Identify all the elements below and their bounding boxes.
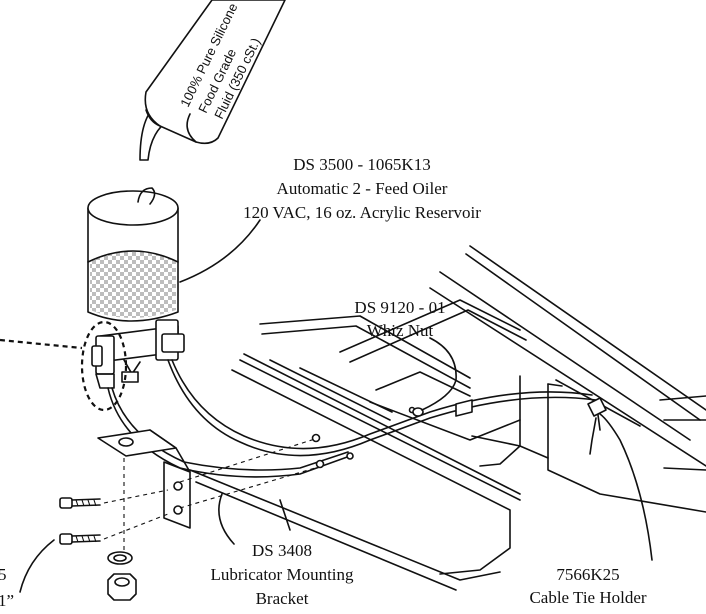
silicone-fluid-bottle <box>139 0 286 161</box>
whiz-nut-name: Whiz Nut <box>367 321 434 340</box>
detail-dashed-circle <box>80 320 128 412</box>
whiz-nut-leader-line <box>421 337 457 411</box>
oiler-pump-block <box>91 319 185 389</box>
oiler-reservoir <box>87 187 179 322</box>
machine-frame-rail <box>189 353 521 591</box>
oiler-part-number: DS 3500 - 1065K13 <box>293 155 430 174</box>
cable-tie-part-number: 7566K25 <box>556 565 619 584</box>
whiz-nut-part <box>412 399 473 417</box>
oiler-leader-line <box>179 219 261 283</box>
machine-frame-crossmember <box>259 245 706 513</box>
bracket-name-line2: Bracket <box>256 589 309 608</box>
left-label-top: 5 <box>0 565 7 584</box>
mounting-bolts <box>59 458 169 601</box>
cable-tie-holder-part <box>547 383 607 455</box>
cable-tie-leader-line <box>599 413 653 561</box>
oiler-spec: 120 VAC, 16 oz. Acrylic Reservoir <box>243 203 481 222</box>
left-label-bottom: 1” <box>0 591 14 610</box>
lubricator-mounting-bracket <box>97 429 191 529</box>
cable-tie-name: Cable Tie Holder <box>529 588 646 607</box>
bracket-leader-line <box>218 493 235 545</box>
bracket-name-line1: Lubricator Mounting <box>210 565 354 584</box>
detail-dashed-leader <box>0 338 83 350</box>
oiler-name: Automatic 2 - Feed Oiler <box>277 179 448 198</box>
whiz-nut-part-number: DS 9120 - 01 <box>354 298 445 317</box>
oil-level-fill <box>90 251 176 318</box>
left-label-leader-line <box>19 539 55 593</box>
bracket-part-number: DS 3408 <box>252 541 312 560</box>
